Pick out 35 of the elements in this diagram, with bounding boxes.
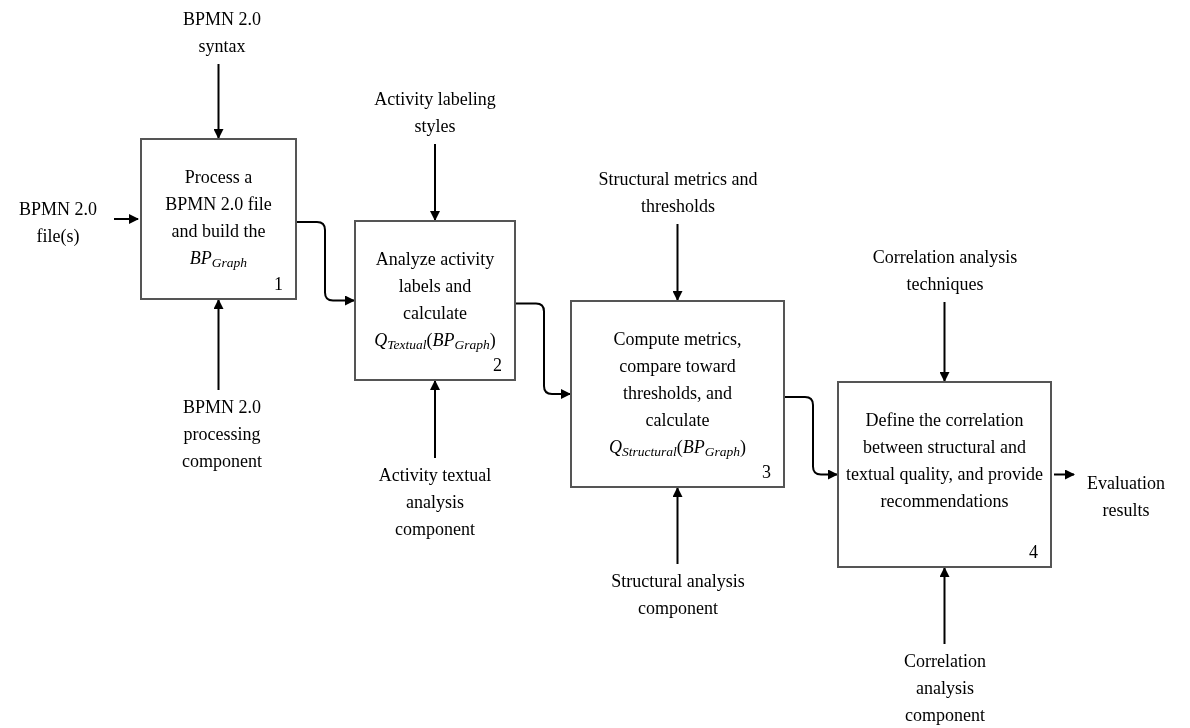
- process-description: Define the correlation between structural and textual quality, and provide recommendations: [845, 409, 1044, 513]
- io-label: Correlation analysis techniques: [871, 246, 1019, 296]
- arrow: [113, 214, 139, 224]
- io-label: Evaluation results: [1086, 472, 1166, 522]
- arrow: [784, 396, 838, 480]
- process-box: [354, 220, 516, 381]
- arrow: [213, 63, 224, 139]
- arrow: [1053, 469, 1075, 480]
- arrow: [430, 380, 440, 459]
- process-number: 1: [274, 273, 283, 296]
- io-label: Activity labeling styles: [373, 88, 497, 138]
- process-description: Compute metrics, compare toward thresholds, and calculate Q$_{Structural}$(BP$_{Graph}$): [608, 328, 747, 461]
- io-label: Structural metrics and thresholds: [597, 168, 759, 218]
- process-description: Process a BPMN 2.0 file and build the BP$_{Graph}$: [164, 166, 273, 272]
- process-number: 3: [762, 461, 771, 484]
- io-label: Correlation analysis component: [903, 650, 987, 727]
- io-label: Activity textual analysis component: [377, 464, 493, 541]
- arrow: [672, 223, 683, 301]
- io-label: BPMN 2.0 syntax: [182, 8, 262, 58]
- process-number: 2: [493, 354, 502, 377]
- arrow: [213, 299, 224, 391]
- arrow: [430, 143, 440, 221]
- io-label: Structural analysis component: [610, 570, 746, 620]
- arrow: [939, 301, 950, 382]
- arrow: [296, 221, 355, 306]
- arrow: [939, 567, 950, 645]
- process-box: [837, 381, 1052, 568]
- io-label: BPMN 2.0 file(s): [18, 198, 98, 248]
- arrow: [515, 302, 571, 399]
- io-label: BPMN 2.0 processing component: [181, 396, 263, 473]
- process-number: 4: [1029, 541, 1038, 564]
- arrow: [672, 487, 683, 565]
- process-box: [140, 138, 297, 300]
- process-box: [570, 300, 785, 488]
- process-description: Analyze activity labels and calculate Q$_{Textual}$(BP$_{Graph}$): [373, 248, 497, 354]
